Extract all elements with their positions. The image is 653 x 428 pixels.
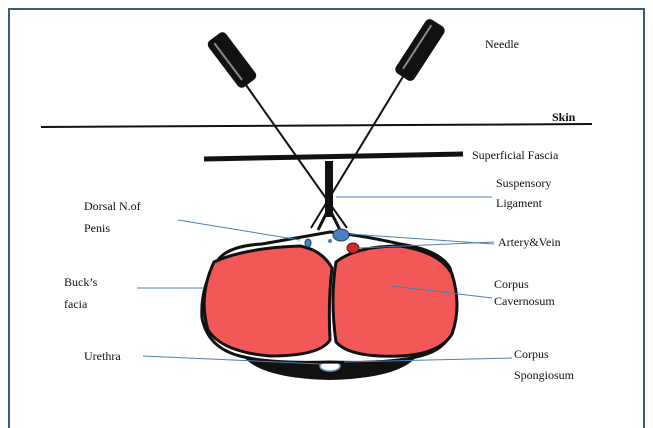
dorsal-nerve-left — [305, 239, 311, 247]
right-needle-shaft — [311, 75, 404, 228]
dorsal-nerve-label-line2: Penis — [84, 221, 110, 235]
needle-label: Needle — [485, 37, 519, 51]
corpus-cavernosum-label-line1: Corpus — [494, 277, 529, 291]
left-corpus-cavernosum — [204, 246, 332, 356]
urethra-label: Urethra — [84, 349, 121, 363]
left-needle-hub — [206, 30, 258, 90]
superficial-fascia-line — [204, 154, 463, 159]
corpus-cavernosum-label-line2: Cavernosum — [494, 294, 555, 308]
skin-label: Skin — [552, 110, 576, 124]
dorsal-nerve-callout — [178, 220, 300, 240]
suspensory-label-line2: Ligament — [496, 196, 543, 210]
superficial-fascia-label: Superficial Fascia — [472, 148, 559, 162]
dorsal-nerve-label-line1: Dorsal N.of — [84, 199, 141, 213]
corpus-spongiosum-label-line2: Spongiosum — [514, 368, 575, 382]
skin-line — [41, 124, 592, 127]
small-vessel — [328, 239, 332, 243]
suspensory-label-line1: Suspensory — [496, 176, 551, 190]
bucks-fascia-label-line2: facia — [64, 297, 88, 311]
dorsal-vein — [333, 229, 349, 241]
artery-vein-label: Artery&Vein — [498, 235, 561, 249]
dorsal-artery — [347, 243, 359, 253]
corpus-spongiosum-label-line1: Corpus — [514, 347, 549, 361]
right-needle-hub — [393, 17, 446, 83]
bucks-fascia-label-line1: Buck’s — [64, 275, 98, 289]
right-corpus-cavernosum — [333, 246, 457, 356]
